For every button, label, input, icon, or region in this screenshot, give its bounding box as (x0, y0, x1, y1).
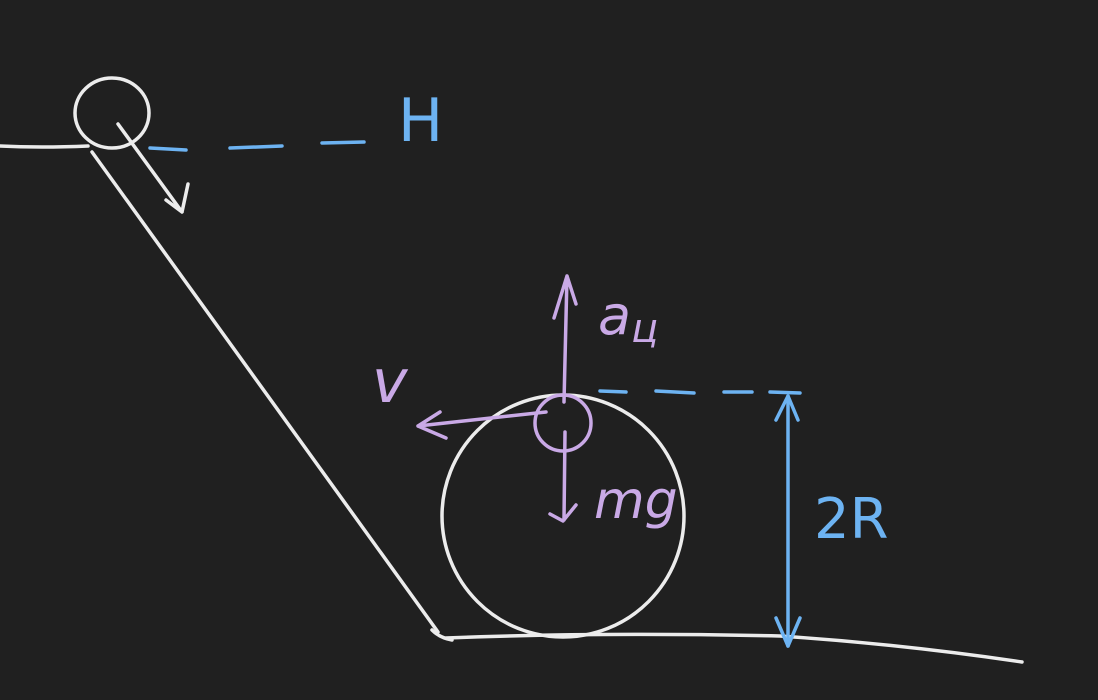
ball (73, 76, 151, 150)
diameter-label: 2R (814, 487, 889, 552)
ground-start-tick (430, 628, 454, 642)
ground (444, 632, 1024, 664)
acceleration-subscript: ц (631, 306, 658, 352)
height-line (148, 140, 366, 152)
velocity-arrow (416, 410, 548, 440)
loop-top-line (598, 389, 802, 395)
acceleration-label: aц (598, 284, 658, 352)
track (0, 144, 1024, 664)
ball-motion-arrow (116, 122, 190, 214)
acceleration-symbol: a (598, 284, 631, 347)
incline (90, 150, 440, 634)
acceleration-arrow (552, 274, 578, 404)
height-label: H (398, 86, 443, 156)
gravity-label: mg (594, 471, 678, 531)
velocity-label: v (372, 347, 409, 417)
diameter-arrow (774, 394, 802, 648)
gravity-arrow (548, 430, 578, 523)
top-platform (0, 144, 90, 149)
force-vectors (416, 274, 593, 523)
